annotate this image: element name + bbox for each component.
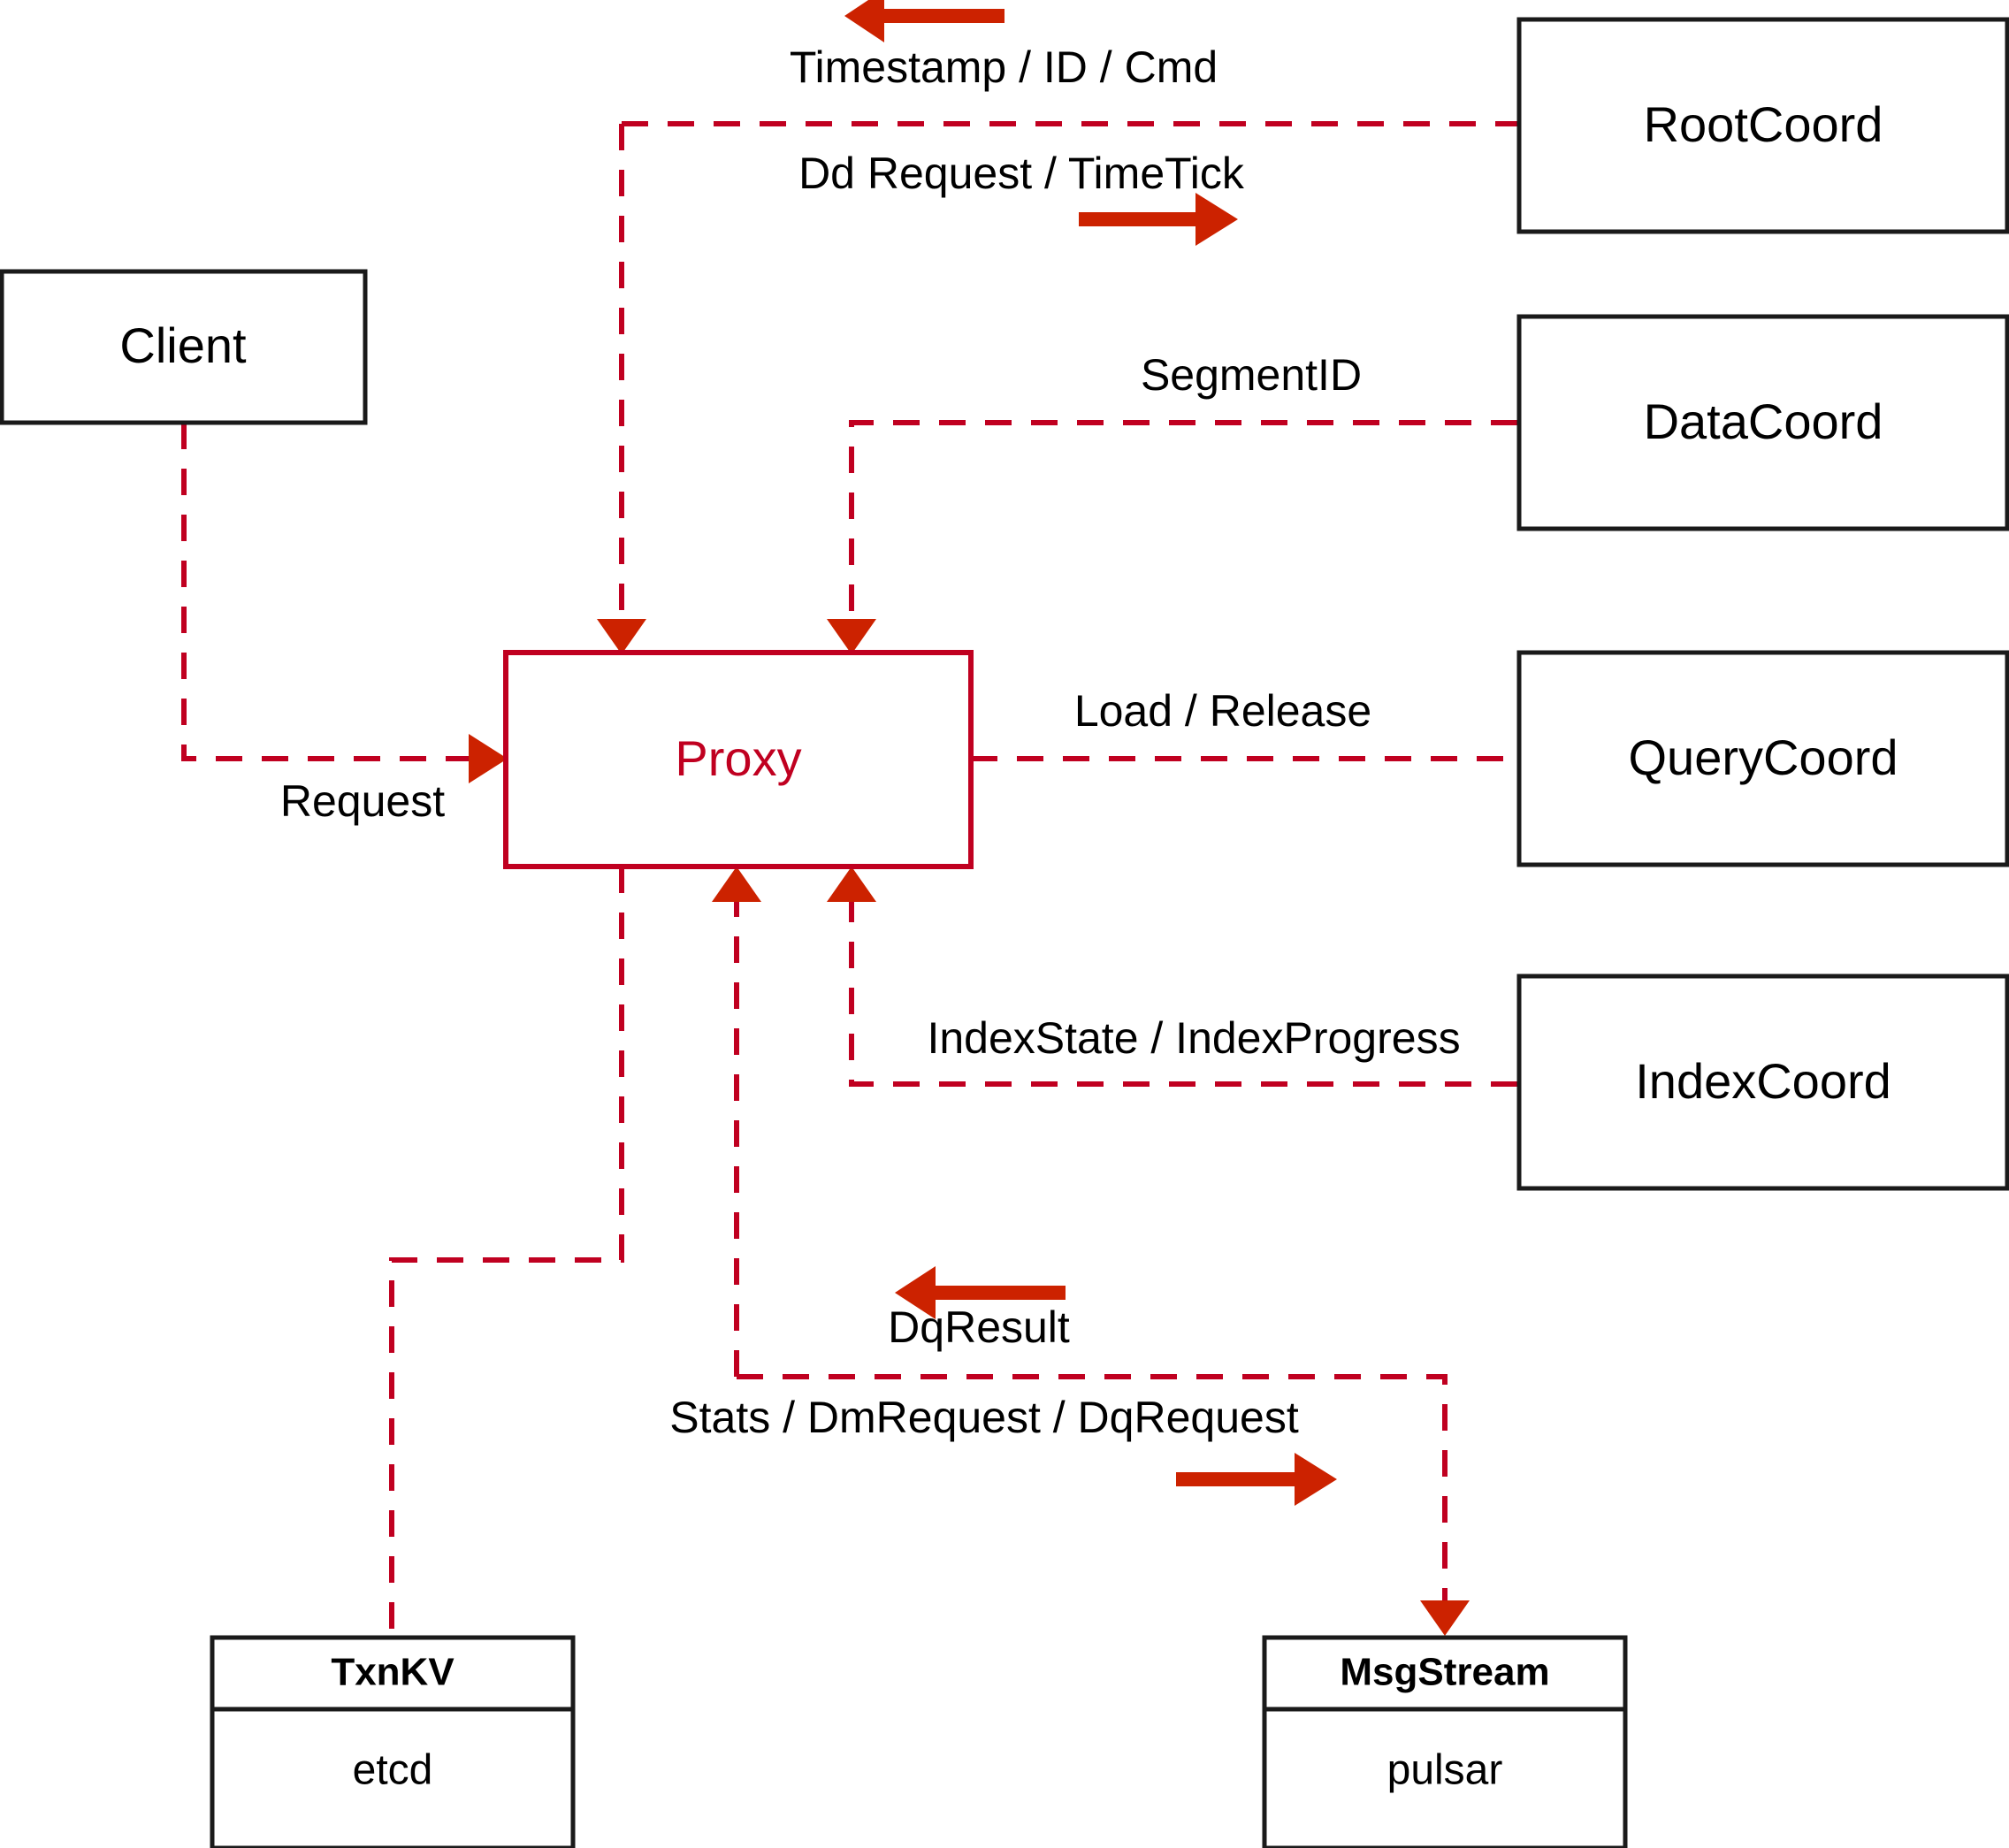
direction-arrow-stats-right <box>1295 1453 1337 1506</box>
edge-label-load-release: Load / Release <box>1074 686 1371 736</box>
direction-arrow-dq-result-left <box>895 1266 936 1319</box>
client-label: Client <box>119 317 247 373</box>
edge-label-dq-result: DqResult <box>888 1302 1070 1352</box>
arrowhead-timestamp-id-cmd <box>597 619 646 654</box>
node-proxy[interactable]: Proxy <box>503 650 974 869</box>
edge-path-proxy-txnkv <box>389 867 624 1636</box>
msgstream-box <box>1262 1635 1628 1848</box>
edge-path-request <box>181 423 469 761</box>
root-coord-box <box>1516 17 2009 234</box>
query-coord-box <box>1516 650 2009 867</box>
node-data-coord[interactable]: DataCoord <box>1516 314 2009 531</box>
client-box <box>0 269 368 425</box>
node-client[interactable]: Client <box>0 269 368 425</box>
index-coord-box <box>1516 974 2009 1191</box>
proxy-box <box>503 650 974 869</box>
node-root-coord[interactable]: RootCoord <box>1516 17 2009 234</box>
edge-label-index-state-progress: IndexState / IndexProgress <box>927 1013 1460 1063</box>
edge-label-stats-dm-dq: Stats / DmRequest / DqRequest <box>669 1393 1299 1442</box>
data-coord-label: DataCoord <box>1644 393 1883 449</box>
query-coord-label: QueryCoord <box>1628 729 1898 785</box>
edge-path-index-state-progress <box>849 902 1517 1087</box>
arrowhead-index-state-progress <box>827 867 876 902</box>
proxy-label: Proxy <box>675 730 801 786</box>
direction-arrow-dd-request-right <box>1195 193 1238 246</box>
node-msgstream[interactable]: MsgStream pulsar <box>1262 1635 1628 1848</box>
index-coord-label: IndexCoord <box>1635 1053 1891 1109</box>
txnkv-title: TxnKV <box>331 1651 455 1694</box>
node-index-coord[interactable]: IndexCoord <box>1516 974 2009 1191</box>
edge-label-segment-id: SegmentID <box>1141 350 1362 400</box>
txnkv-impl: etcd <box>353 1747 433 1794</box>
arrowhead-request <box>469 734 508 783</box>
edge-path-stats-dm-dq <box>737 1374 1448 1600</box>
edge-label-request: Request <box>280 776 445 826</box>
node-txnkv[interactable]: TxnKV etcd <box>210 1635 576 1848</box>
data-coord-box <box>1516 314 2009 531</box>
arrowhead-stats-dm-dq <box>1420 1600 1470 1636</box>
edge-path-segment-id <box>849 420 1517 619</box>
arrowhead-segment-id <box>827 619 876 654</box>
msgstream-impl: pulsar <box>1387 1747 1503 1794</box>
msgstream-title: MsgStream <box>1340 1651 1549 1694</box>
direction-arrow-timestamp-left <box>844 0 884 42</box>
root-coord-label: RootCoord <box>1644 96 1883 152</box>
arrowhead-dq-result <box>712 867 761 902</box>
node-query-coord[interactable]: QueryCoord <box>1516 650 2009 867</box>
edge-label-dd-request-timetick: Dd Request / TimeTick <box>798 149 1245 198</box>
edge-label-timestamp-id-cmd: Timestamp / ID / Cmd <box>790 42 1218 92</box>
txnkv-box <box>210 1635 576 1848</box>
